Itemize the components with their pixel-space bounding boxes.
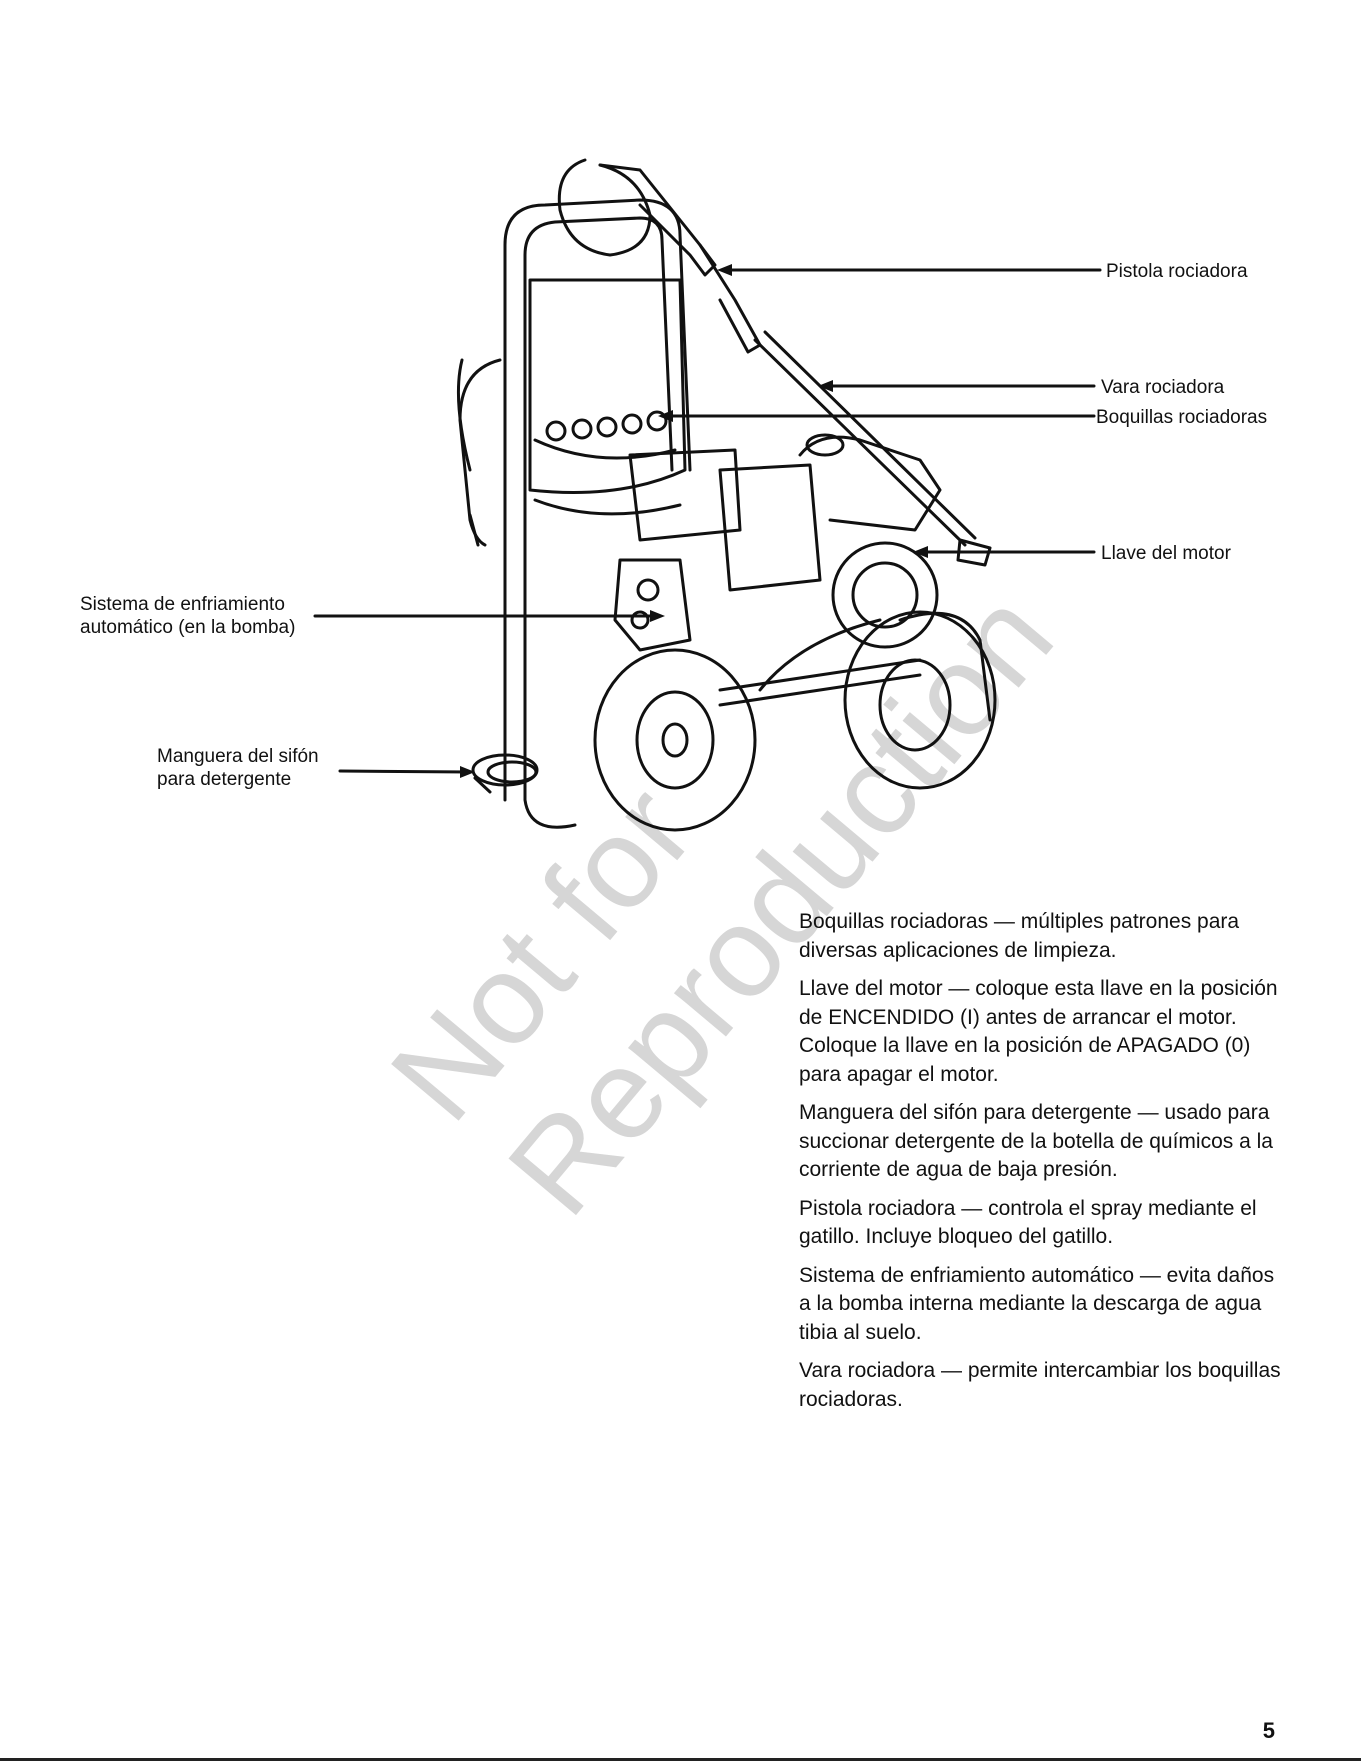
page-number: 5 — [1262, 1718, 1275, 1743]
component-descriptions: Boquillas rociadoras — múltiples patrone… — [799, 908, 1289, 1424]
desc-siphon-hose: Manguera del sifón para detergente — usa… — [799, 1101, 1273, 1181]
pump — [613, 558, 692, 652]
callout-engine-key-label: Llave del motor — [1101, 543, 1231, 564]
bottom-rule — [0, 1758, 1361, 1761]
nozzle-holder — [545, 420, 567, 442]
back-panel — [528, 278, 687, 494]
callout-spray-wand: Vara rociadora — [1101, 376, 1224, 399]
fuel-cap — [805, 433, 845, 457]
callout-siphon-hose-line2: para detergente — [157, 769, 292, 790]
callout-cooling-system-line1: Sistema de enfriamiento — [80, 594, 285, 615]
handle-frame — [503, 198, 692, 562]
callout-cooling-system: Sistema de enfriamiento automático (en l… — [80, 593, 295, 639]
callout-siphon-hose-line1: Manguera del sifón — [157, 746, 319, 767]
callout-spray-gun: Pistola rociadora — [1106, 260, 1248, 283]
callout-spray-gun-label: Pistola rociadora — [1106, 261, 1248, 282]
left-wheel — [593, 648, 757, 832]
callout-spray-wand-label: Vara rociadora — [1101, 377, 1225, 398]
engine-head — [628, 448, 742, 542]
recoil-starter — [831, 541, 939, 649]
desc-spray-nozzles: Boquillas rociadoras — múltiples patrone… — [799, 910, 1240, 962]
desc-spray-gun: Pistola rociadora — controla el spray me… — [799, 1196, 1257, 1249]
callout-spray-nozzles-label: Boquillas rociadoras — [1096, 407, 1268, 428]
callout-cooling-system-line2: automático (en la bomba) — [80, 617, 296, 638]
callout-siphon-hose: Manguera del sifón para detergente — [157, 745, 319, 791]
callout-spray-nozzles: Boquillas rociadoras — [1096, 406, 1267, 429]
right-wheel — [843, 610, 997, 790]
callout-engine-key: Llave del motor — [1101, 542, 1231, 565]
desc-cooling-system: Sistema de enfriamiento automático — evi… — [799, 1263, 1275, 1344]
desc-engine-key: Llave del motor — coloque esta llave en … — [799, 977, 1278, 1086]
desc-spray-wand: Vara rociadora — permite intercambiar lo… — [799, 1359, 1281, 1411]
